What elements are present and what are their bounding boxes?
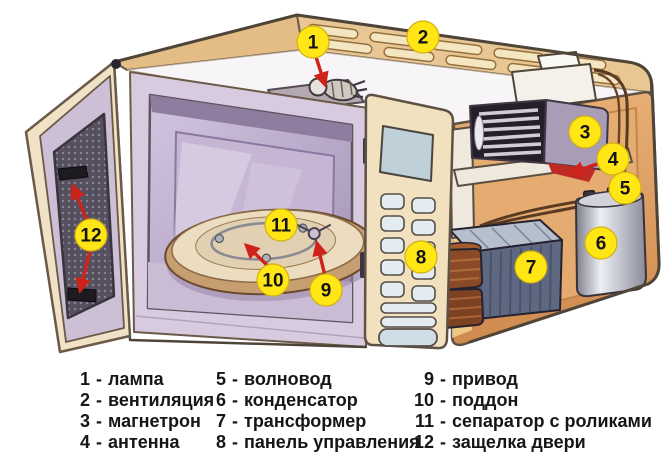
part-marker-2: 2 — [406, 20, 440, 54]
legend-item-label: трансформер — [244, 411, 367, 431]
legend-item-number: 1 — [79, 369, 90, 389]
door-open-button — [378, 328, 438, 347]
part-marker-1: 1 — [296, 25, 330, 59]
legend-item-number: 7 — [215, 411, 226, 431]
legend-item-separator: - — [96, 411, 102, 431]
legend-item-number: 4 — [79, 432, 90, 452]
legend-item-label: поддон — [452, 390, 519, 410]
part-marker-number: 3 — [580, 123, 591, 144]
callout-arrow-4 — [568, 161, 601, 177]
legend-item-separator: - — [440, 390, 446, 410]
part-marker-3: 3 — [568, 115, 602, 149]
legend-item-number: 3 — [79, 411, 90, 431]
part-marker-number: 12 — [80, 226, 101, 247]
legend-item-label: лампа — [108, 369, 164, 389]
door — [24, 59, 132, 354]
part-marker-4: 4 — [596, 142, 630, 176]
legend-item-label: сепаратор с роликами — [452, 411, 652, 431]
callout-arrow-12 — [75, 249, 92, 294]
part-marker-10: 10 — [256, 263, 290, 297]
part-marker-5: 5 — [608, 171, 642, 205]
legend-item-8: 8-панель управления — [212, 432, 420, 453]
legend-item-number: 6 — [215, 390, 226, 410]
part-marker-12: 12 — [74, 218, 108, 252]
part-marker-8: 8 — [404, 240, 438, 274]
part-marker-6: 6 — [584, 226, 618, 260]
door-latch-bottom — [67, 287, 97, 303]
legend-item-2: 2-вентиляция — [76, 390, 214, 411]
legend-item-number: 2 — [79, 390, 90, 410]
callout-arrow-10 — [243, 242, 270, 268]
legend-item-11: 11-сепаратор с роликами — [408, 411, 652, 432]
legend-item-7: 7-трансформер — [212, 411, 420, 432]
legend-item-number: 9 — [423, 369, 434, 389]
cavity-bottom-seam — [135, 315, 365, 339]
lamp — [308, 77, 368, 102]
legend-item-number: 12 — [413, 432, 434, 452]
legend-item-label: конденсатор — [244, 390, 358, 410]
legend-item-separator: - — [96, 369, 102, 389]
legend-item-separator: - — [232, 411, 238, 431]
part-marker-number: 1 — [308, 33, 319, 54]
legend-item-label: вентиляция — [108, 390, 215, 410]
legend-item-12: 12-защелка двери — [408, 432, 652, 453]
legend-item-separator: - — [232, 369, 238, 389]
part-marker-number: 6 — [596, 234, 607, 255]
legend-item-label: панель управления — [244, 432, 420, 452]
part-marker-11: 11 — [264, 208, 298, 242]
legend-item-label: привод — [452, 369, 518, 389]
legend-item-4: 4-антенна — [76, 432, 214, 453]
part-marker-number: 7 — [526, 258, 537, 279]
legend-item-separator: - — [232, 432, 238, 452]
door-hinge — [111, 59, 121, 69]
part-marker-number: 9 — [321, 281, 332, 302]
callout-arrow-1 — [313, 56, 329, 88]
legend-item-1: 1-лампа — [76, 369, 214, 390]
legend-item-label: волновод — [244, 369, 332, 389]
legend-item-label: магнетрон — [108, 411, 201, 431]
legend-item-number: 8 — [215, 432, 226, 452]
legend-item-separator: - — [440, 411, 446, 431]
panel-display — [379, 125, 434, 182]
legend-item-3: 3-магнетрон — [76, 411, 214, 432]
legend-item-10: 10-поддон — [408, 390, 652, 411]
part-marker-number: 2 — [418, 28, 429, 49]
legend-item-separator: - — [440, 369, 446, 389]
part-marker-number: 10 — [262, 271, 283, 292]
legend-item-number: 5 — [215, 369, 226, 389]
legend-item-separator: - — [232, 390, 238, 410]
legend-item-label: антенна — [108, 432, 180, 452]
legend-item-5: 5-волновод — [212, 369, 420, 390]
legend-item-9: 9-привод — [408, 369, 652, 390]
legend-item-separator: - — [96, 432, 102, 452]
part-marker-number: 8 — [416, 248, 427, 269]
control-panel — [363, 93, 455, 350]
part-marker-9: 9 — [309, 273, 343, 307]
legend-item-6: 6-конденсатор — [212, 390, 420, 411]
cooling-fins — [478, 108, 542, 157]
legend-item-label: защелка двери — [452, 432, 586, 452]
part-marker-number: 5 — [620, 179, 631, 200]
part-marker-number: 11 — [271, 216, 292, 237]
callout-arrow-9 — [312, 240, 328, 277]
legend-item-number: 11 — [414, 411, 434, 431]
callout-arrows — [70, 56, 601, 294]
legend-item-separator: - — [96, 390, 102, 410]
door-latch-top — [57, 165, 89, 181]
magnetron-tube — [474, 115, 484, 151]
part-marker-number: 4 — [608, 150, 619, 171]
cavity — [129, 71, 379, 348]
part-marker-7: 7 — [514, 250, 548, 284]
legend-item-separator: - — [440, 432, 446, 452]
callout-arrow-12 — [70, 183, 89, 222]
fan-blower — [511, 51, 597, 111]
cavity-ceiling-shadow — [150, 95, 352, 142]
legend-item-number: 10 — [413, 390, 434, 410]
